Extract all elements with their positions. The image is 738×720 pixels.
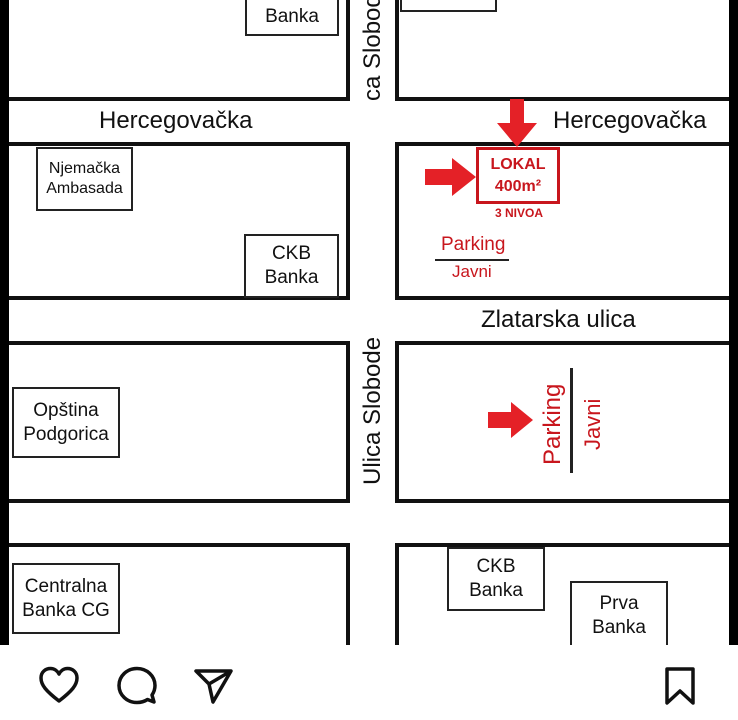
place-opstina-podgorica: Opština Podgorica xyxy=(12,387,120,458)
place-banka-top-left: Banka xyxy=(245,0,339,36)
block-bottom-right xyxy=(395,543,729,645)
parking-large-top: Parking xyxy=(539,383,566,465)
block-third-right xyxy=(395,341,729,503)
down-arrow-icon xyxy=(497,99,537,147)
street-zlatarska: Zlatarska ulica xyxy=(481,306,636,333)
place-ckb-banka-2: CKB Banka xyxy=(447,547,545,611)
map-image: Banka Banka Hercegovačka Hercegovačka Zl… xyxy=(9,0,729,645)
place-njemacka-ambasada: Njemačka Ambasada xyxy=(36,147,133,211)
post-actions-bar xyxy=(0,645,738,720)
lokal-label: LOKAL 400m² xyxy=(476,147,560,204)
street-hercegovacka-left: Hercegovačka xyxy=(99,107,253,134)
parking-small-divider xyxy=(435,259,509,261)
street-hercegovacka-right: Hercegovačka xyxy=(553,107,707,134)
right-arrow-parking-icon xyxy=(488,402,533,438)
parking-large-bottom: Javni xyxy=(580,398,605,450)
right-arrow-icon xyxy=(425,158,476,196)
heart-icon[interactable] xyxy=(38,666,80,704)
share-icon[interactable] xyxy=(193,667,235,705)
parking-small-top: Parking xyxy=(441,234,506,255)
bookmark-icon[interactable] xyxy=(663,666,697,706)
lokal-floors: 3 NIVOA xyxy=(494,206,543,220)
comment-icon[interactable] xyxy=(116,665,158,707)
place-prva-banka: Prva Banka xyxy=(570,581,668,645)
place-banka-top-right: Banka xyxy=(400,0,497,12)
block-top-right xyxy=(395,0,729,101)
street-slobode-top: ca Slobode xyxy=(359,0,386,101)
street-slobode-main: Ulica Slobode xyxy=(359,336,386,485)
parking-large-divider xyxy=(570,368,573,473)
block-mid-right xyxy=(395,142,729,300)
place-centralna-banka: Centralna Banka CG xyxy=(12,563,120,634)
parking-small-bottom: Javni xyxy=(452,262,492,281)
place-ckb-banka-1: CKB Banka xyxy=(244,234,339,298)
